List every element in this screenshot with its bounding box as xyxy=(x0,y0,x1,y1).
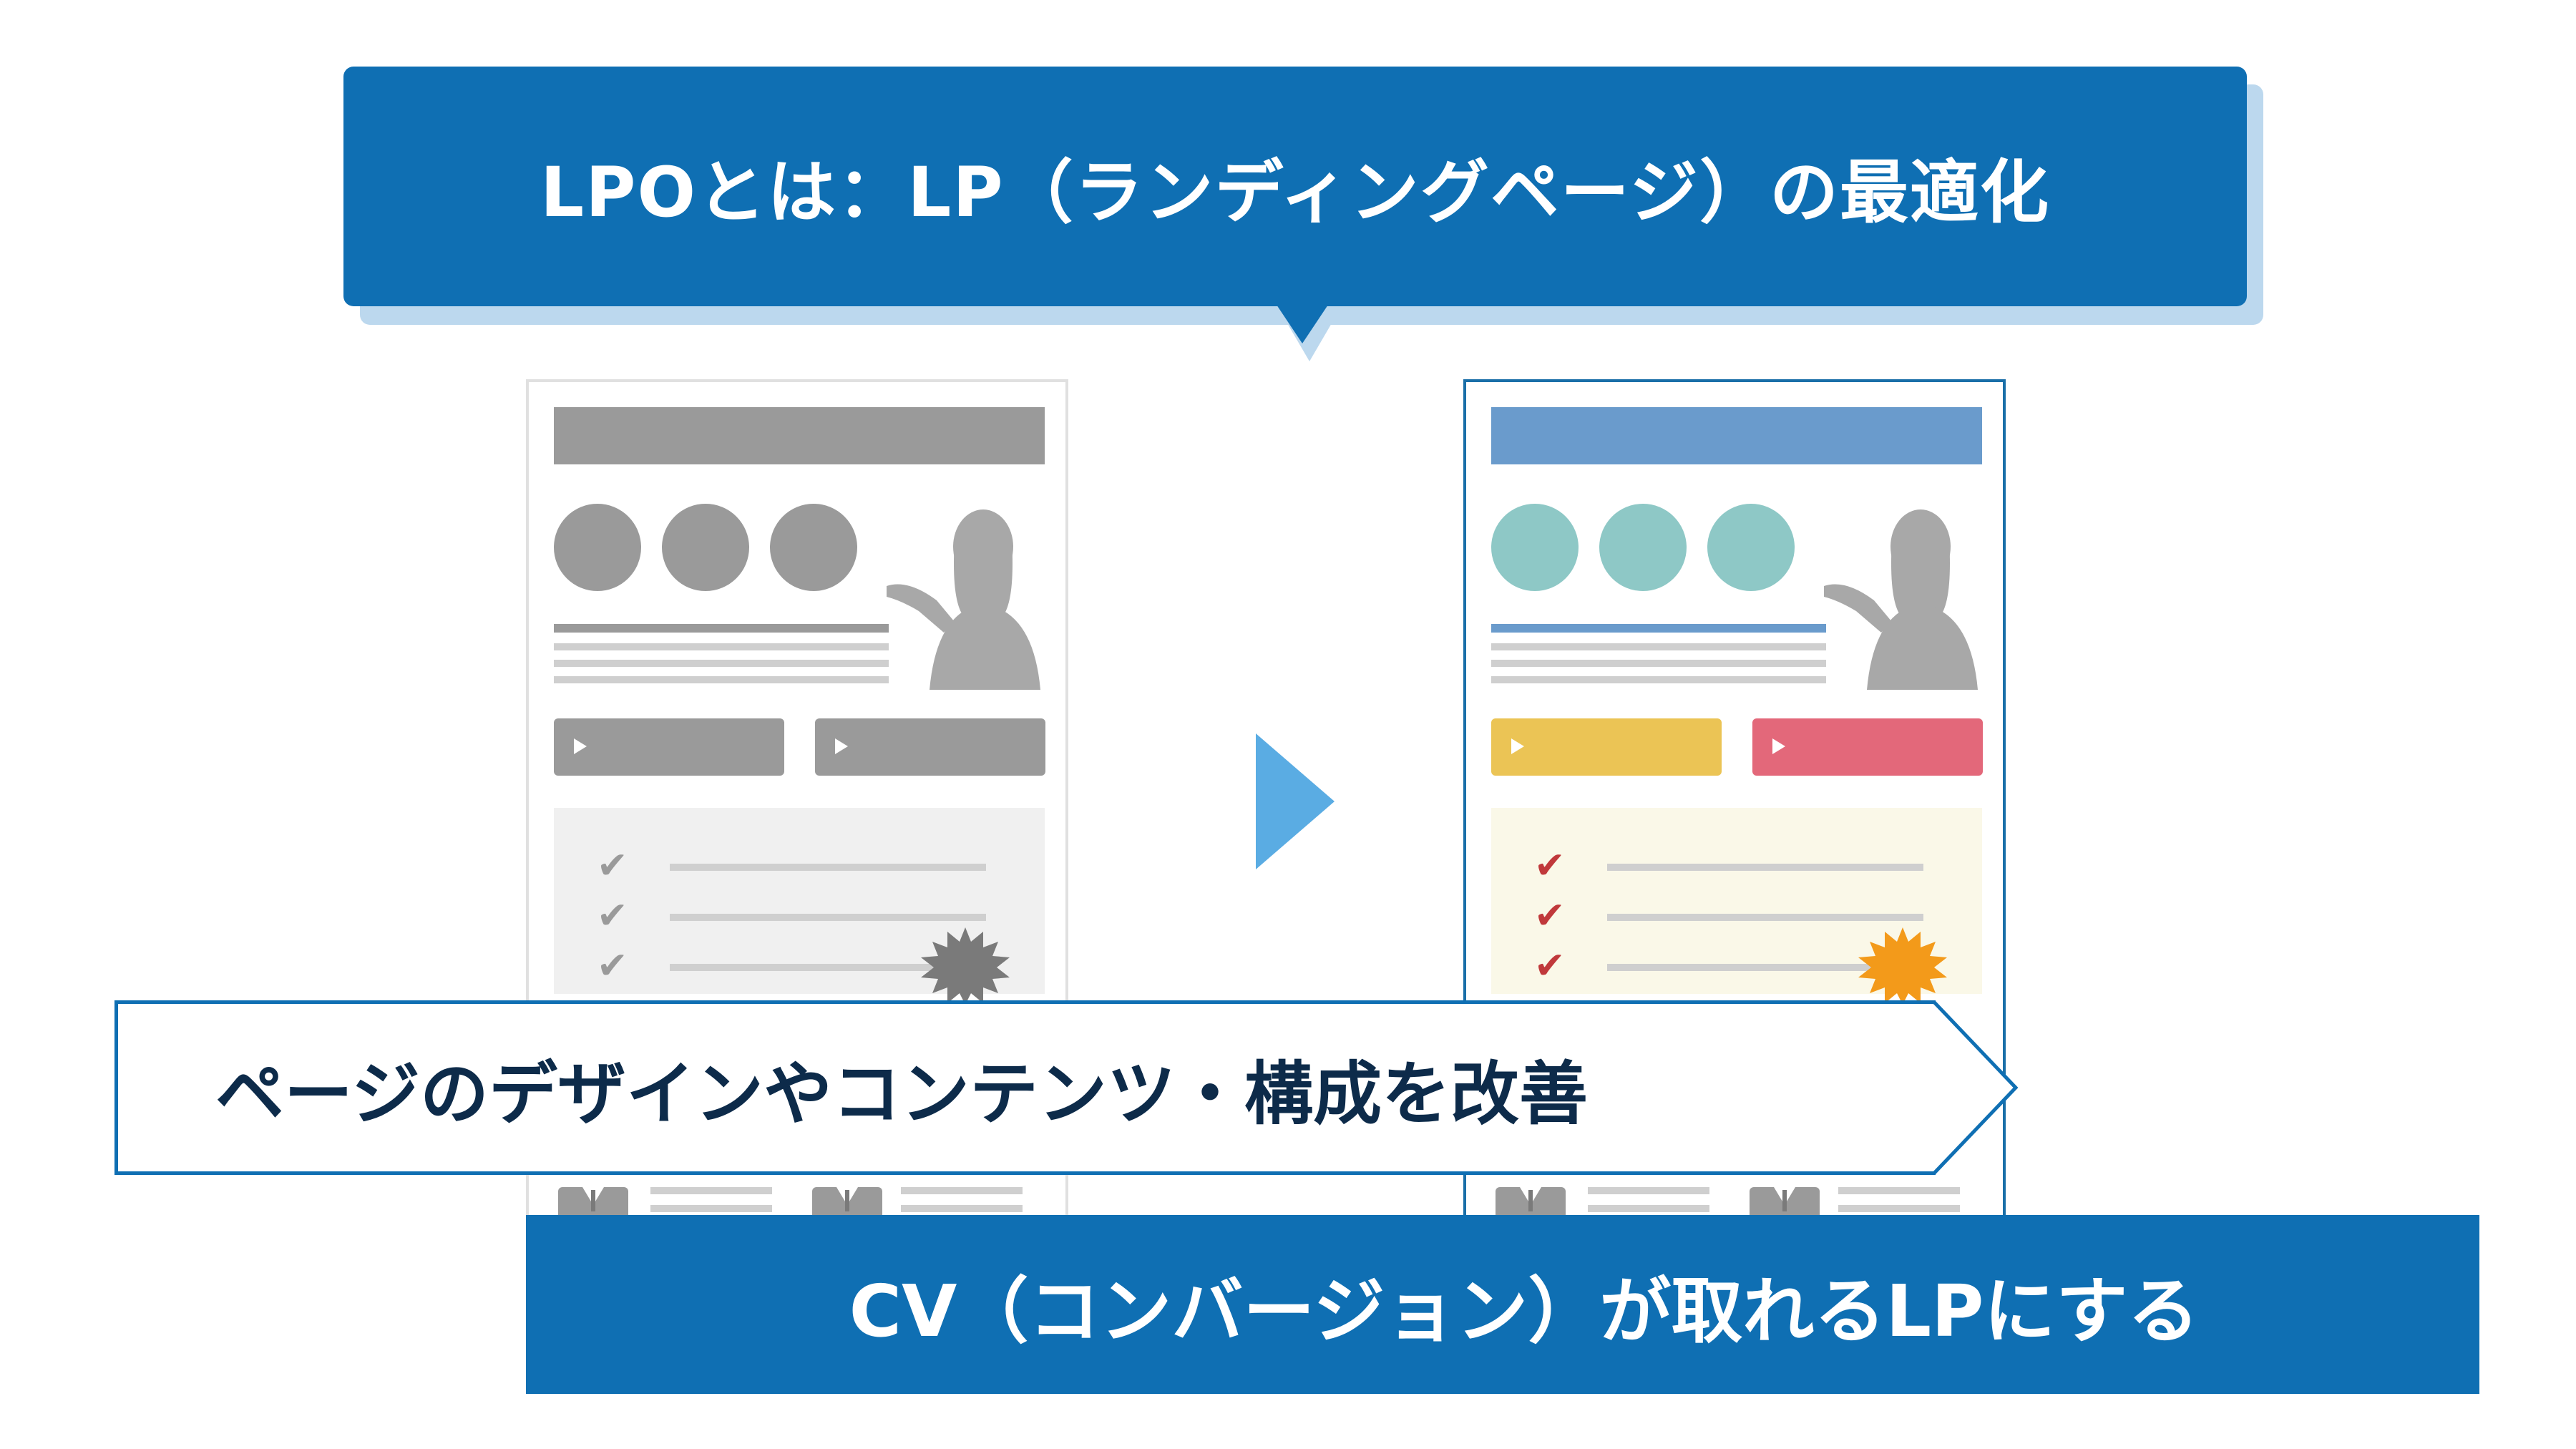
after-check-line-3 xyxy=(1607,964,1880,971)
improvement-banner-arrowhead xyxy=(1928,1000,2019,1175)
before-text-line-2 xyxy=(554,660,889,667)
after-text-line-1 xyxy=(1491,643,1826,650)
after-profile-line-3 xyxy=(1838,1187,1960,1194)
after-circle-1 xyxy=(1491,504,1579,591)
after-check-line-2 xyxy=(1607,914,1923,921)
after-check-icon-1: ✔ xyxy=(1534,844,1566,887)
after-badge-burst-icon xyxy=(1858,927,1947,1005)
after-check-icon-3: ✔ xyxy=(1534,945,1566,987)
before-check-line-2 xyxy=(670,914,986,921)
after-text-line-2 xyxy=(1491,660,1826,667)
before-button-1 xyxy=(554,718,784,776)
after-profile-line-1 xyxy=(1588,1187,1709,1194)
before-circle-3 xyxy=(770,504,857,591)
after-button-red xyxy=(1752,718,1983,776)
after-circle-3 xyxy=(1707,504,1795,591)
after-button-yellow xyxy=(1491,718,1722,776)
before-check-line-3 xyxy=(670,964,943,971)
before-profile-line-2 xyxy=(650,1205,772,1212)
before-text-line-1 xyxy=(554,643,889,650)
after-header-bar xyxy=(1491,407,1982,464)
improvement-banner-body xyxy=(114,1000,1936,1175)
after-circle-2 xyxy=(1599,504,1687,591)
before-button-2 xyxy=(815,718,1045,776)
before-badge-burst-icon xyxy=(921,927,1010,1005)
lp-before-mockup: ✔ ✔ ✔ xyxy=(526,379,1068,1231)
after-check-icon-2: ✔ xyxy=(1534,894,1566,937)
after-profile-line-4 xyxy=(1838,1205,1960,1212)
before-check-icon-3: ✔ xyxy=(597,945,628,987)
conversion-banner: CV（コンバージョン）が取れるLPにする xyxy=(526,1215,2479,1394)
before-profile-line-4 xyxy=(901,1205,1023,1212)
after-check-line-1 xyxy=(1607,864,1923,871)
before-heading-line xyxy=(554,624,889,633)
before-check-icon-1: ✔ xyxy=(597,844,628,887)
before-check-line-1 xyxy=(670,864,986,871)
before-header-bar xyxy=(554,407,1045,464)
before-check-icon-2: ✔ xyxy=(597,894,628,937)
transition-arrow-icon xyxy=(1256,733,1335,869)
after-profile-line-2 xyxy=(1588,1205,1709,1212)
before-profile-line-1 xyxy=(650,1187,772,1194)
before-person-silhouette-icon xyxy=(887,509,1040,690)
after-text-line-3 xyxy=(1491,676,1826,683)
before-circle-2 xyxy=(662,504,749,591)
after-heading-line xyxy=(1491,624,1826,633)
after-person-silhouette-icon xyxy=(1824,509,1978,690)
before-text-line-3 xyxy=(554,676,889,683)
before-circle-1 xyxy=(554,504,641,591)
page-title: LPOとは：LP（ランディングページ）の最適化 xyxy=(540,152,2051,233)
conversion-banner-text: CV（コンバージョン）が取れるLPにする xyxy=(849,1269,2200,1353)
before-profile-line-3 xyxy=(901,1187,1023,1194)
improvement-banner-text: ページのデザインやコンテンツ・構成を改善 xyxy=(215,1053,1589,1134)
title-callout: LPOとは：LP（ランディングページ）の最適化 xyxy=(343,67,2247,306)
